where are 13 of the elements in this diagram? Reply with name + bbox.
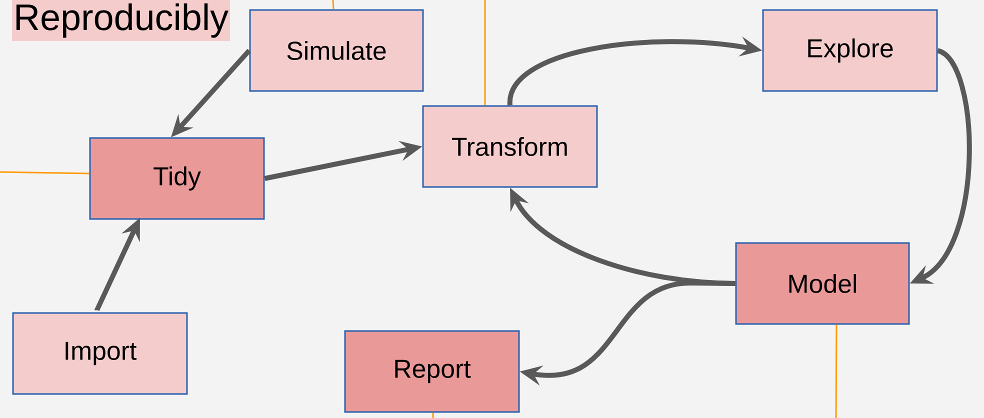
leader-line <box>835 324 838 418</box>
process-box: Tidy <box>89 137 265 220</box>
process-box: Model <box>735 242 910 325</box>
leader-line <box>332 0 334 10</box>
process-box: Simulate <box>249 9 424 92</box>
process-box: Transform <box>422 105 598 188</box>
process-box: Explore <box>762 9 938 92</box>
leader-line <box>0 171 90 174</box>
process-box: Import <box>12 312 188 395</box>
title-label: Reproducibly <box>12 0 230 41</box>
leader-line <box>432 412 434 418</box>
leader-line <box>484 0 486 106</box>
process-box: Report <box>344 330 520 413</box>
